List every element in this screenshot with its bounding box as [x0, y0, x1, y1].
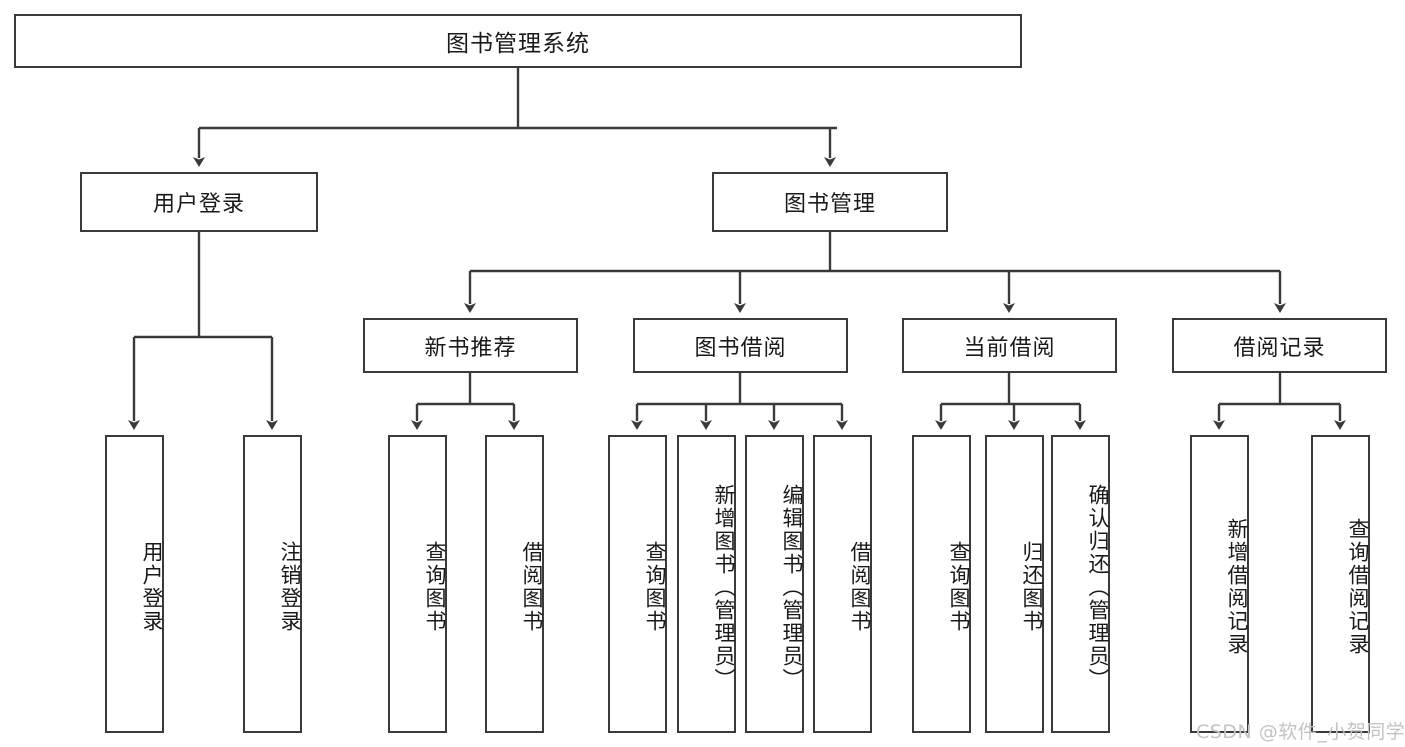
node-leaf-0[interactable]: 用户登录 [105, 435, 164, 733]
node-leaf-6[interactable]: 编辑图书（管理员） [745, 435, 804, 733]
node-label: 查询图书 [643, 541, 667, 633]
node-level3-0[interactable]: 新书推荐 [363, 318, 578, 373]
node-level3-3[interactable]: 借阅记录 [1172, 318, 1387, 373]
node-label: 查询图书 [947, 541, 971, 633]
node-level3-1[interactable]: 图书借阅 [633, 318, 848, 373]
node-leaf-8[interactable]: 查询图书 [912, 435, 971, 733]
node-level2-1[interactable]: 图书管理 [712, 172, 948, 232]
node-level2-0[interactable]: 用户登录 [80, 172, 318, 232]
node-root-图书管理系统[interactable]: 图书管理系统 [14, 14, 1022, 68]
node-label: 新增图书（管理员） [712, 483, 736, 691]
node-leaf-2[interactable]: 查询图书 [388, 435, 447, 733]
node-label: 查询图书 [423, 541, 447, 633]
node-leaf-7[interactable]: 借阅图书 [813, 435, 872, 733]
node-leaf-12[interactable]: 查询借阅记录 [1311, 435, 1370, 733]
node-label: 图书管理系统 [446, 31, 590, 57]
node-leaf-4[interactable]: 查询图书 [608, 435, 667, 733]
node-leaf-9[interactable]: 归还图书 [985, 435, 1044, 733]
node-leaf-1[interactable]: 注销登录 [243, 435, 302, 733]
node-leaf-3[interactable]: 借阅图书 [485, 435, 544, 733]
node-label: 新增借阅记录 [1225, 518, 1249, 656]
node-label: 确认归还（管理员） [1086, 483, 1110, 691]
node-label: 借阅记录 [1233, 335, 1326, 361]
node-label: 用户登录 [152, 192, 245, 217]
node-leaf-10[interactable]: 确认归还（管理员） [1051, 435, 1110, 733]
node-label: 当前借阅 [963, 335, 1056, 361]
csdn-watermark: CSDN @软件_小贺同学 [1196, 721, 1405, 743]
node-label: 借阅图书 [520, 541, 544, 633]
node-label: 新书推荐 [424, 335, 517, 361]
node-label: 注销登录 [278, 541, 302, 633]
node-leaf-5[interactable]: 新增图书（管理员） [677, 435, 736, 733]
node-label: 编辑图书（管理员） [780, 483, 804, 691]
node-label: 借阅图书 [848, 541, 872, 633]
node-label: 图书管理 [783, 192, 876, 217]
node-label: 用户登录 [140, 541, 164, 633]
node-leaf-11[interactable]: 新增借阅记录 [1190, 435, 1249, 733]
node-level3-2[interactable]: 当前借阅 [902, 318, 1117, 373]
node-label: 归还图书 [1020, 541, 1044, 633]
node-label: 查询借阅记录 [1346, 518, 1370, 656]
node-label: 图书借阅 [694, 335, 787, 361]
